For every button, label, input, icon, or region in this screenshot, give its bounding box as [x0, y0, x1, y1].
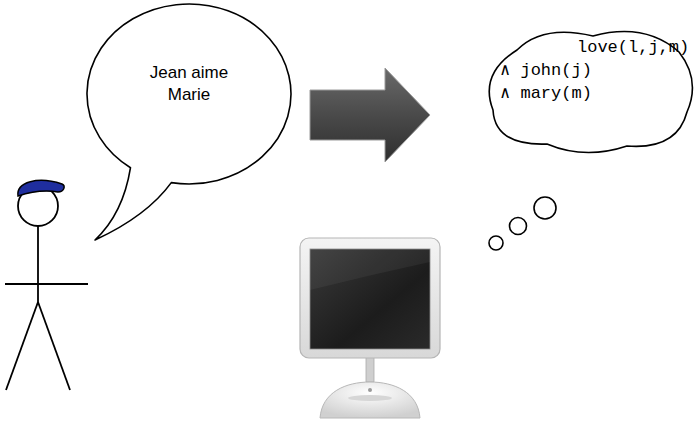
thought-dots — [489, 197, 556, 250]
computer — [300, 238, 440, 418]
speech-bubble: Jean aime Marie — [85, 2, 293, 186]
beret — [18, 180, 64, 196]
thought-bubble: love(l,j,m)∧ john(j)∧ mary(m) — [485, 28, 695, 153]
formula-line: ∧ mary(m) — [500, 82, 695, 105]
block-arrow — [310, 68, 430, 162]
formula-line: love(l,j,m) — [577, 36, 695, 59]
stick-figure — [5, 186, 88, 390]
formula-line: ∧ john(j) — [500, 59, 695, 82]
speech-text: Jean aime Marie — [133, 62, 245, 106]
